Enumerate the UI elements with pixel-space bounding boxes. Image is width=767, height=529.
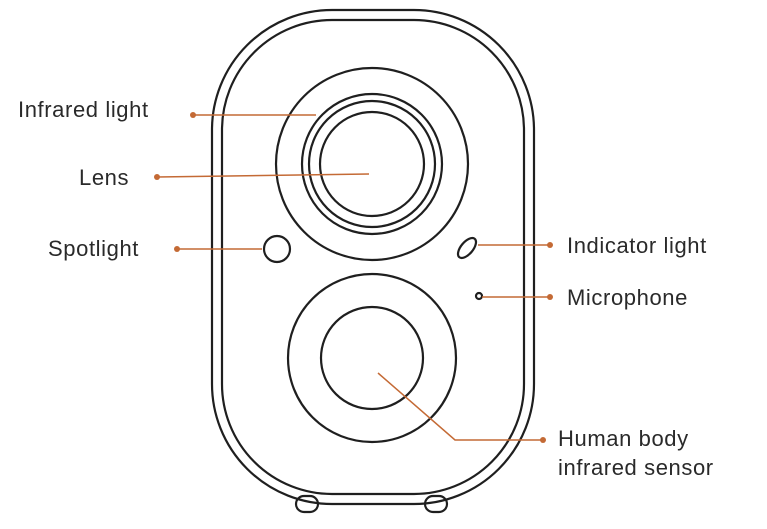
microphone-hole [474,291,484,301]
label-pir-sensor-line1: Human body [558,426,689,451]
leader-lens [154,173,370,180]
pir-sensor-inner [319,305,425,411]
spotlight-icon [262,234,292,264]
leader-microphone [482,294,553,300]
lens-housing-middle [307,99,437,229]
label-infrared-light: Infrared light [18,97,149,122]
indicator-light-icon [456,236,478,260]
label-spotlight: Spotlight [48,236,139,261]
leader-spotlight [174,246,262,252]
label-lens: Lens [79,165,129,190]
camera-body-inner [220,18,526,496]
label-pir-sensor-line2: infrared sensor [558,455,714,480]
leader-pir-sensor [377,372,546,443]
infrared-light-ring [274,66,470,262]
camera-body-outer [210,8,536,506]
pir-sensor-outer [286,272,458,444]
leader-indicator-light [478,242,553,248]
label-microphone: Microphone [567,285,688,310]
label-indicator-light: Indicator light [567,233,707,258]
lens-glass [318,110,426,218]
leader-infrared-light [190,112,316,118]
lens-housing-outer [300,92,444,236]
